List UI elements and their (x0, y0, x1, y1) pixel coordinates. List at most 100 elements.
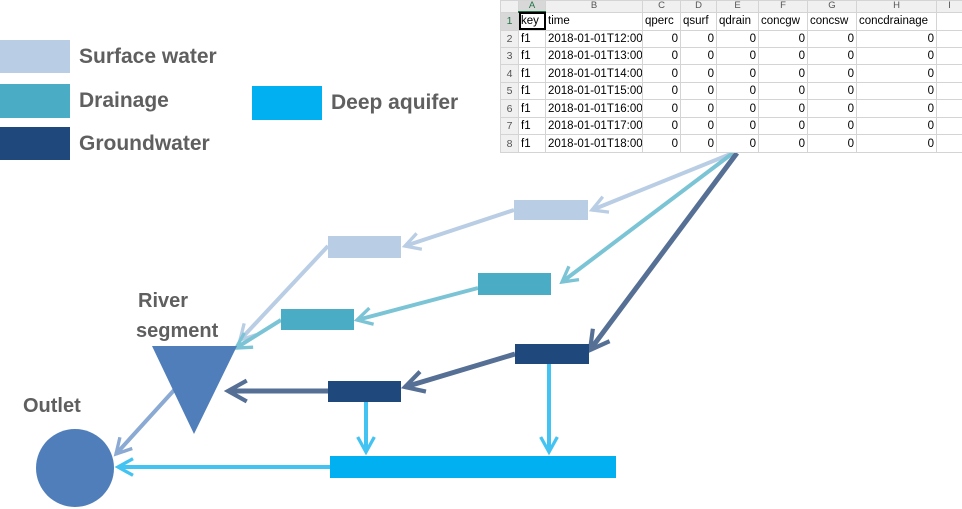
table-cell[interactable]: 0 (807, 46, 857, 66)
header-cell[interactable]: concsw (807, 11, 857, 31)
table-cell[interactable]: 0 (680, 116, 717, 136)
deep-aquifer-swatch (252, 86, 322, 120)
table-cell[interactable]: 0 (807, 64, 857, 83)
table-cell[interactable]: 0 (856, 29, 937, 48)
row-number[interactable]: 2 (500, 29, 519, 48)
arrow-sheet-to-groundwater-1 (590, 151, 740, 350)
table-cell[interactable]: f1 (518, 64, 546, 83)
column-letter[interactable]: E (716, 0, 759, 13)
table-cell[interactable]: f1 (518, 116, 546, 136)
table-cell[interactable]: 0 (680, 81, 717, 101)
deep-aquifer-label: Deep aquifer (331, 91, 459, 114)
row-number[interactable]: 8 (500, 134, 519, 153)
table-cell[interactable] (936, 46, 962, 66)
header-cell[interactable] (936, 11, 962, 31)
select-all-corner[interactable] (500, 0, 519, 13)
table-cell[interactable]: 2018-01-01T14:00 (545, 64, 643, 83)
header-cell[interactable]: key (518, 11, 546, 31)
table-cell[interactable]: 0 (807, 134, 857, 153)
table-cell[interactable]: f1 (518, 46, 546, 66)
table-cell[interactable]: 0 (856, 64, 937, 83)
column-letter[interactable]: H (856, 0, 937, 13)
table-cell[interactable]: 0 (716, 134, 759, 153)
row-number[interactable]: 4 (500, 64, 519, 83)
table-cell[interactable]: 2018-01-01T17:00 (545, 116, 643, 136)
table-cell[interactable]: 0 (856, 99, 937, 118)
header-cell[interactable]: concgw (758, 11, 808, 31)
table-cell[interactable]: 0 (758, 46, 808, 66)
table-cell[interactable]: f1 (518, 134, 546, 153)
table-cell[interactable]: f1 (518, 29, 546, 48)
row-number[interactable]: 1 (500, 11, 519, 31)
table-cell[interactable]: 2018-01-01T16:00 (545, 99, 643, 118)
river-segment-triangle (152, 346, 237, 434)
table-cell[interactable] (936, 99, 962, 118)
table-cell[interactable]: 0 (716, 81, 759, 101)
table-cell[interactable]: 0 (856, 134, 937, 153)
column-letter[interactable]: B (545, 0, 643, 13)
table-cell[interactable]: 0 (642, 29, 681, 48)
table-cell[interactable]: 0 (856, 46, 937, 66)
table-cell[interactable]: 0 (758, 81, 808, 101)
row-number[interactable]: 3 (500, 46, 519, 66)
header-cell[interactable]: time (545, 11, 643, 31)
table-cell[interactable]: 0 (642, 99, 681, 118)
header-cell[interactable]: concdrainage (856, 11, 937, 31)
table-cell[interactable]: 0 (807, 116, 857, 136)
table-cell[interactable]: f1 (518, 99, 546, 118)
table-cell[interactable]: 0 (807, 29, 857, 48)
table-cell[interactable]: 0 (758, 116, 808, 136)
table-cell[interactable] (936, 81, 962, 101)
column-letter-row: A B C D E F G H I (500, 0, 962, 13)
header-cell[interactable]: qsurf (680, 11, 717, 31)
table-cell[interactable]: 0 (856, 116, 937, 136)
row-number[interactable]: 5 (500, 81, 519, 101)
table-cell[interactable]: 2018-01-01T15:00 (545, 81, 643, 101)
column-letter[interactable]: G (807, 0, 857, 13)
table-cell[interactable]: 0 (642, 116, 681, 136)
table-cell[interactable]: 2018-01-01T18:00 (545, 134, 643, 153)
table-cell[interactable]: 0 (758, 64, 808, 83)
table-cell[interactable]: 0 (758, 29, 808, 48)
column-letter[interactable]: C (642, 0, 681, 13)
table-cell[interactable] (936, 116, 962, 136)
table-cell[interactable] (936, 134, 962, 153)
spreadsheet: A B C D E F G H I 1 key time qperc qsurf… (500, 0, 962, 153)
table-cell[interactable]: 0 (758, 134, 808, 153)
table-cell[interactable]: 0 (680, 46, 717, 66)
arrow-surface-1-to-surface-2 (405, 208, 515, 246)
column-letter[interactable]: D (680, 0, 717, 13)
table-cell[interactable]: 0 (856, 81, 937, 101)
row-number[interactable]: 7 (500, 116, 519, 136)
header-cell[interactable]: qperc (642, 11, 681, 31)
table-cell[interactable]: 0 (642, 81, 681, 101)
table-cell[interactable]: 0 (716, 29, 759, 48)
column-letter[interactable]: I (936, 0, 962, 13)
table-cell[interactable]: 0 (680, 99, 717, 118)
table-cell[interactable]: 0 (716, 46, 759, 66)
table-cell[interactable]: 0 (680, 134, 717, 153)
column-letter[interactable]: F (758, 0, 808, 13)
table-cell[interactable]: 0 (716, 116, 759, 136)
table-cell[interactable]: 2018-01-01T13:00 (545, 46, 643, 66)
column-letter[interactable]: A (518, 0, 546, 13)
table-cell[interactable]: 0 (716, 64, 759, 83)
row-number[interactable]: 6 (500, 99, 519, 118)
table-cell[interactable] (936, 64, 962, 83)
table-cell[interactable]: 0 (680, 29, 717, 48)
table-cell[interactable]: 0 (642, 46, 681, 66)
table-cell[interactable]: 0 (758, 99, 808, 118)
table-cell[interactable]: f1 (518, 81, 546, 101)
table-cell[interactable] (936, 29, 962, 48)
table-cell[interactable]: 0 (642, 64, 681, 83)
table-cell[interactable]: 0 (642, 134, 681, 153)
river-segment-label-line2: segment (136, 320, 219, 342)
table-cell[interactable]: 0 (807, 81, 857, 101)
table-cell[interactable]: 2018-01-01T12:00 (545, 29, 643, 48)
table-cell[interactable]: 0 (807, 99, 857, 118)
table-cell[interactable]: 0 (716, 99, 759, 118)
table-cell[interactable]: 0 (680, 64, 717, 83)
header-cell[interactable]: qdrain (716, 11, 759, 31)
